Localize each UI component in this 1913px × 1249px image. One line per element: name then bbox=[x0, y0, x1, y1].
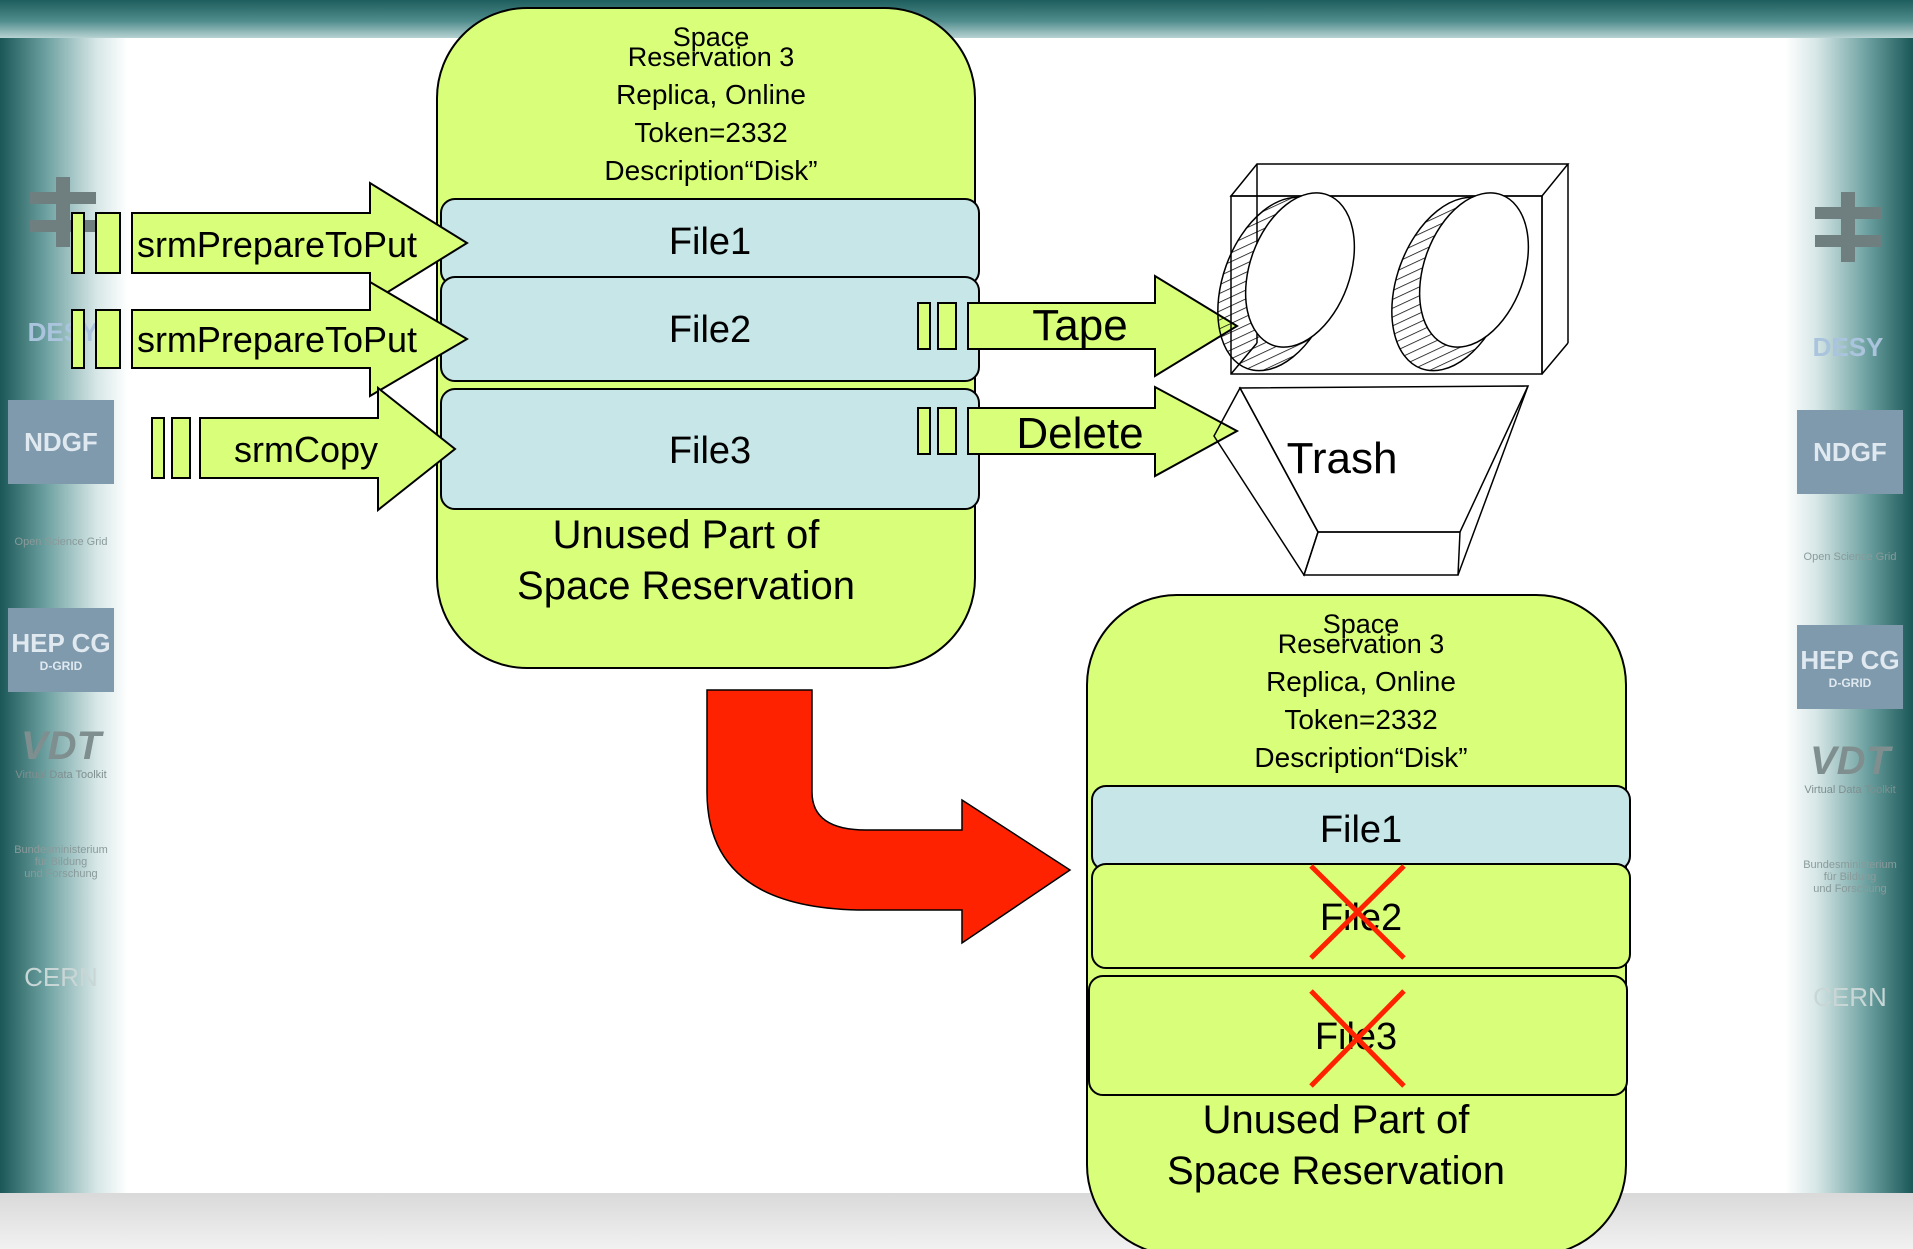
bmbf-logo-line1: Bundesministerium bbox=[14, 844, 108, 856]
top-header-line-4: Token=2332 bbox=[634, 117, 787, 148]
desy-logo-right: DESY bbox=[1795, 305, 1901, 389]
top-file2-label: File2 bbox=[669, 309, 751, 351]
desy-logo-left: DESY bbox=[10, 290, 116, 374]
ndgf-logo-left: NDGF bbox=[8, 400, 114, 484]
srm-prepare-to-put-arrow-1: srmPrepareToPut bbox=[71, 181, 469, 305]
bottom-header-line-1: Space bbox=[1323, 609, 1400, 639]
osg-logo-text: Open Science Grid bbox=[1803, 551, 1897, 563]
vdt-logo-text: VDT bbox=[21, 723, 101, 768]
transition-arrow bbox=[706, 689, 1072, 945]
delete-label: Delete bbox=[1016, 409, 1143, 458]
top-unused-line-1: Unused Part of bbox=[553, 513, 821, 557]
bottom-unused-line-1: Unused Part of bbox=[1203, 1098, 1471, 1142]
srm-copy-label: srmCopy bbox=[234, 429, 378, 470]
cern-logo-left: CERN bbox=[8, 935, 114, 1019]
file2-deleted-cross-icon bbox=[1309, 864, 1406, 960]
desy-logo-text: DESY bbox=[1812, 331, 1884, 362]
bottom-header-line-3: Replica, Online bbox=[1266, 666, 1456, 697]
trash-icon bbox=[1213, 385, 1530, 577]
srm-prepare-to-put-label-2: srmPrepareToPut bbox=[137, 319, 417, 360]
osg-logo-right: Open Science Grid bbox=[1797, 515, 1903, 599]
bmbf-logo-line3: und Forschung bbox=[1813, 883, 1887, 895]
delete-arrow: Delete bbox=[917, 385, 1240, 478]
file3-deleted-cross-icon bbox=[1309, 989, 1406, 1088]
bmbf-logo-line1: Bundesministerium bbox=[1803, 859, 1897, 871]
tape-arrow: Tape bbox=[917, 274, 1239, 378]
vdt-logo-subtext: Virtual Data Toolkit bbox=[15, 768, 107, 781]
hepcg-logo-subtext: D-GRID bbox=[1828, 675, 1872, 690]
bmbf-logo-line3: und Forschung bbox=[24, 868, 98, 880]
ndgf-logo-text: NDGF bbox=[24, 426, 98, 457]
srm-prepare-to-put-label-1: srmPrepareToPut bbox=[137, 224, 417, 265]
cern-logo-text: CERN bbox=[1813, 981, 1887, 1012]
srm-prepare-to-put-arrow-2: srmPrepareToPut bbox=[71, 280, 469, 398]
desy-logo-text: DESY bbox=[27, 316, 99, 347]
ndgf-logo-right: NDGF bbox=[1797, 410, 1903, 494]
cern-logo-right: CERN bbox=[1797, 955, 1903, 1039]
cern-logo-text: CERN bbox=[24, 961, 98, 992]
bottom-file1-label: File1 bbox=[1320, 809, 1402, 851]
tape-drive-icon bbox=[1217, 163, 1570, 375]
trash-label: Trash bbox=[1287, 434, 1398, 483]
top-band bbox=[0, 0, 1913, 38]
tape-label: Tape bbox=[1032, 301, 1127, 350]
bottom-header-line-2: Reservation 3 bbox=[1278, 629, 1445, 659]
hepcg-logo-subtext: D-GRID bbox=[39, 658, 83, 673]
top-header-line-2: Reservation 3 bbox=[628, 42, 795, 72]
vdt-logo-subtext: Virtual Data Toolkit bbox=[1804, 783, 1896, 796]
bottom-header-line-4: Token=2332 bbox=[1284, 704, 1437, 735]
hepcg-logo-text: HEP CG bbox=[1800, 644, 1900, 675]
top-unused-line-2: Space Reservation bbox=[517, 564, 855, 608]
fermilab-icon bbox=[1815, 192, 1881, 262]
bottom-header-line-5: Description“Disk” bbox=[1254, 742, 1467, 773]
top-header-line-5: Description“Disk” bbox=[604, 155, 817, 186]
osg-logo-left: Open Science Grid bbox=[8, 500, 114, 584]
bmbf-logo-line2: für Bildung bbox=[1823, 871, 1877, 883]
ndgf-logo-text: NDGF bbox=[1813, 436, 1887, 467]
top-file1-label: File1 bbox=[669, 221, 751, 263]
srm-copy-arrow: srmCopy bbox=[151, 385, 457, 513]
hepcg-logo-text: HEP CG bbox=[11, 627, 111, 658]
fermilab-logo-right bbox=[1795, 185, 1901, 269]
top-file3-label: File3 bbox=[669, 430, 751, 472]
vdt-logo-text: VDT bbox=[1810, 738, 1890, 783]
top-header-line-1: Space bbox=[673, 22, 750, 52]
osg-logo-text: Open Science Grid bbox=[14, 536, 108, 548]
bottom-unused-line-2: Space Reservation bbox=[1167, 1149, 1505, 1193]
top-header-line-3: Replica, Online bbox=[616, 79, 806, 110]
bmbf-logo-line2: für Bildung bbox=[34, 856, 88, 868]
